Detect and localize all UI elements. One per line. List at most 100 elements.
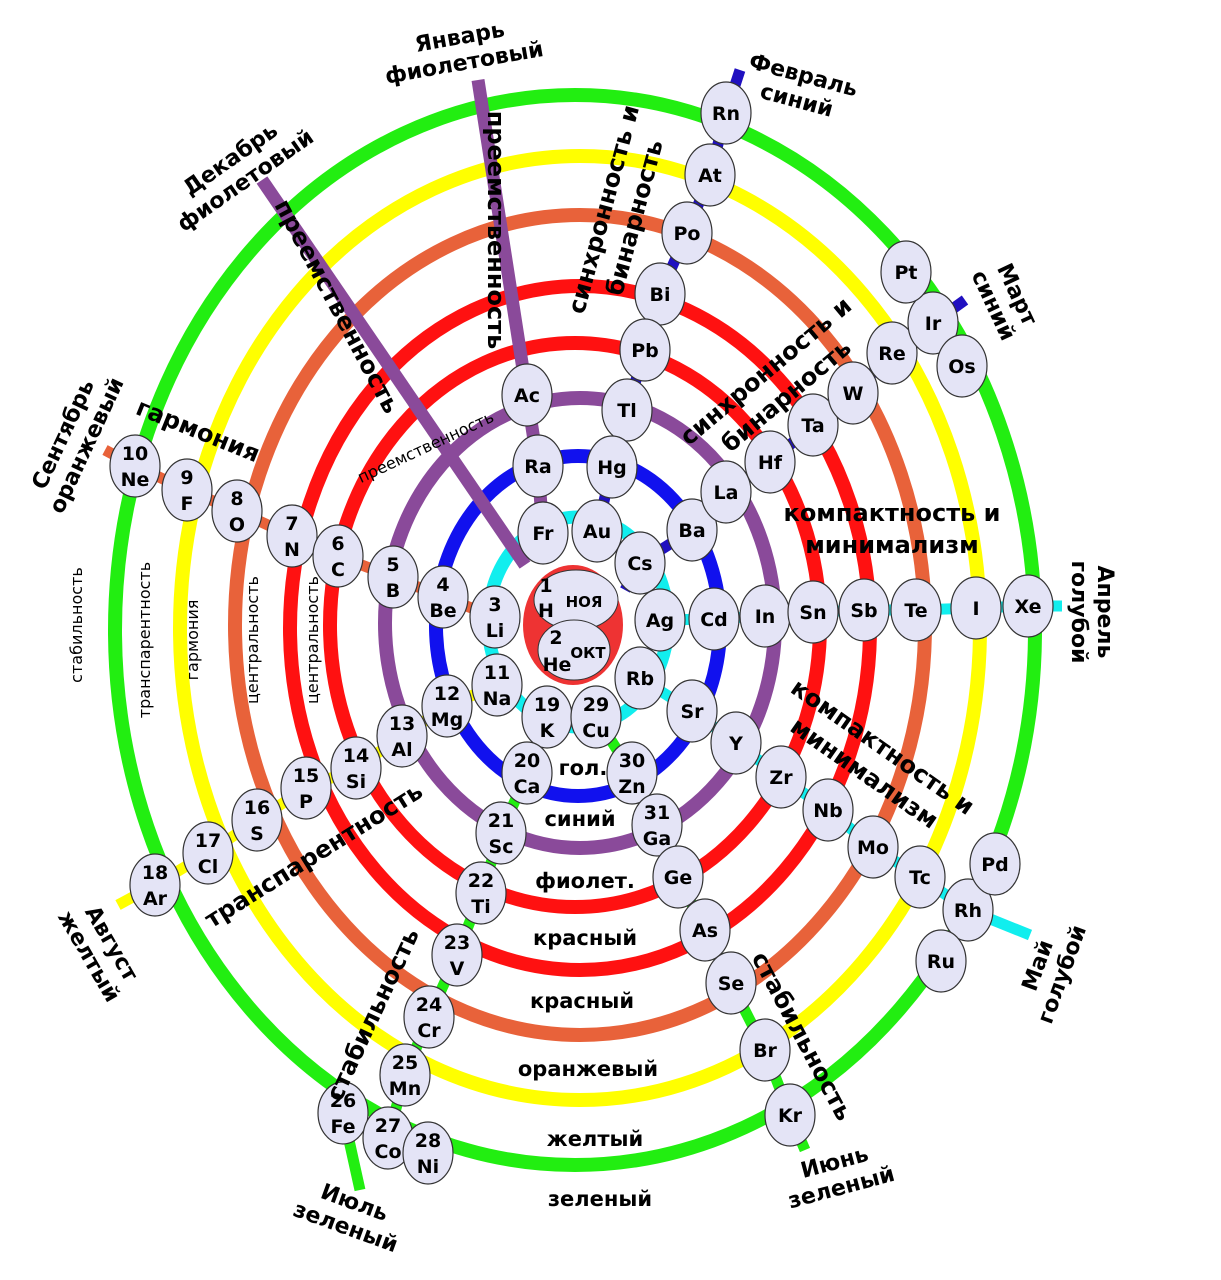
node-oval: [606, 741, 658, 805]
node-oval: [838, 578, 890, 642]
element-node-cd: Cd: [688, 587, 740, 651]
element-node-w: W: [827, 361, 879, 425]
element-symbol: Pb: [631, 340, 659, 362]
element-number: 22: [468, 870, 494, 892]
element-node-pb: Pb: [619, 318, 671, 382]
element-number: 15: [293, 765, 319, 787]
element-symbol: Ar: [143, 888, 168, 910]
element-node-au: Au: [571, 499, 623, 563]
element-symbol: B: [386, 580, 400, 602]
node-oval: [403, 985, 455, 1049]
element-node-pt: Pt: [880, 240, 932, 304]
node-oval: [764, 1083, 816, 1147]
element-node-po: Po: [661, 201, 713, 265]
element-number: 12: [434, 683, 460, 705]
node-oval: [755, 745, 807, 809]
node-oval: [455, 861, 507, 925]
element-symbol: S: [250, 823, 264, 845]
h-symbol: H: [538, 600, 554, 622]
node-oval: [501, 741, 553, 805]
annotation-label: гармония: [183, 600, 202, 681]
element-number: 6: [331, 533, 344, 555]
node-oval: [744, 430, 796, 494]
element-node-b: 5B: [367, 545, 419, 609]
element-number: 13: [389, 713, 415, 735]
element-symbol: Bi: [650, 284, 671, 306]
he-month: ОКТ: [570, 644, 606, 662]
ring-label: красный: [530, 989, 634, 1013]
node-oval: [266, 504, 318, 568]
element-symbol: W: [843, 383, 864, 405]
element-number: 28: [415, 1130, 441, 1152]
center-hydrogen-helium: 1 H НОЯ 2 He ОКТ: [523, 565, 623, 685]
element-symbol: Na: [483, 688, 512, 710]
element-number: 14: [343, 745, 369, 767]
node-oval: [182, 821, 234, 885]
node-oval: [619, 318, 671, 382]
element-symbol: Rb: [626, 668, 654, 690]
element-node-zr: Zr: [755, 745, 807, 809]
element-symbol: Ra: [524, 456, 551, 478]
element-symbol: F: [181, 493, 194, 515]
element-symbol: Tc: [909, 867, 931, 889]
node-oval: [586, 435, 638, 499]
element-symbol: Mn: [389, 1078, 421, 1100]
node-oval: [614, 531, 666, 595]
element-node-tc: Tc: [894, 845, 946, 909]
node-oval: [700, 81, 752, 145]
element-symbol: Cd: [700, 609, 728, 631]
element-node-pd: Pd: [969, 832, 1021, 896]
element-symbol: Hg: [597, 457, 627, 479]
node-oval: [894, 845, 946, 909]
node-oval: [631, 793, 683, 857]
element-number: 27: [375, 1115, 401, 1137]
annotation-label: стабильность: [67, 567, 86, 683]
node-oval: [907, 291, 959, 355]
element-symbol: P: [299, 791, 313, 813]
element-node-kr: Kr: [764, 1083, 816, 1147]
ring-label: фиолет.: [535, 869, 635, 893]
element-symbol: Sr: [680, 701, 704, 723]
element-node-at: At: [684, 143, 736, 207]
month-color: голубой: [1066, 561, 1091, 664]
node-oval: [512, 434, 564, 498]
node-oval: [431, 923, 483, 987]
element-symbol: Fr: [532, 523, 554, 545]
element-node-f: 9F: [161, 458, 213, 522]
element-symbol: Fe: [330, 1116, 355, 1138]
element-node-n: 7N: [266, 504, 318, 568]
element-node-tl: Tl: [601, 378, 653, 442]
node-oval: [802, 778, 854, 842]
ring-label: зеленый: [548, 1187, 652, 1211]
node-oval: [471, 653, 523, 717]
element-number: 26: [330, 1090, 356, 1112]
annotation-label: центральность: [243, 576, 262, 704]
node-oval: [710, 711, 762, 775]
element-number: 19: [534, 694, 560, 716]
element-node-hf: Hf: [744, 430, 796, 494]
ring-label: желтый: [547, 1127, 643, 1151]
node-oval: [475, 801, 527, 865]
node-oval: [942, 878, 994, 942]
node-oval: [700, 460, 752, 524]
element-number: 25: [392, 1052, 418, 1074]
element-number: 4: [436, 574, 449, 596]
element-node-xe: Xe: [1002, 574, 1054, 638]
element-node-o: 8O: [211, 479, 263, 543]
node-oval: [129, 853, 181, 917]
element-node-nb: Nb: [802, 778, 854, 842]
element-node-ir: Ir: [907, 291, 959, 355]
node-oval: [402, 1121, 454, 1185]
node-oval: [317, 1081, 369, 1145]
element-symbol: Nb: [813, 800, 843, 822]
element-node-mo: Mo: [847, 815, 899, 879]
